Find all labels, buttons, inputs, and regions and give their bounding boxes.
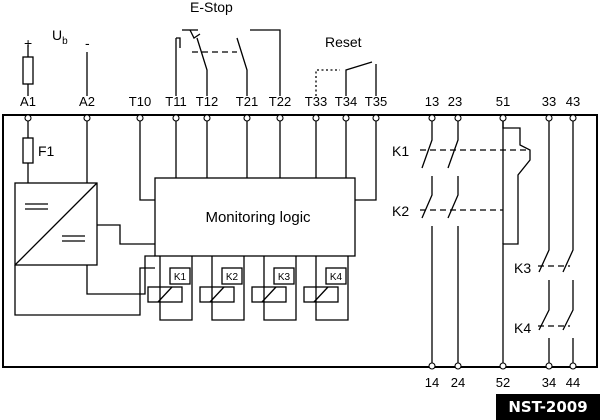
supply-plus-wiring: [22, 45, 34, 96]
supply-minus-label: -: [85, 35, 90, 51]
terminal-label: 24: [451, 375, 465, 390]
terminal-label: A2: [79, 94, 95, 109]
internal-supply-wiring: [14, 120, 155, 316]
contact-label-k2: K2: [392, 203, 409, 219]
reset-title: Reset: [325, 34, 362, 50]
relay-label: K1: [174, 272, 187, 283]
logic-input-wiring: [139, 120, 377, 201]
output-contacts-13-14-23-24: [420, 120, 528, 365]
monitoring-logic-block: [154, 177, 356, 257]
copyright-badge: NST-2009: [496, 394, 600, 420]
terminal-label: 52: [496, 375, 510, 390]
top-terminal-labels: A1 A2 T10 T11 T12 T21 T22 T33 T34 T35 13…: [20, 94, 580, 109]
feedback-contact-51-52: [502, 120, 531, 365]
terminal-label: 13: [425, 94, 439, 109]
bottom-terminal-labels: 14 24 52 34 44: [425, 375, 580, 390]
terminal-label: T21: [236, 94, 258, 109]
terminal-label: T10: [129, 94, 151, 109]
reset-contact: [315, 61, 377, 96]
contact-label-k4: K4: [514, 320, 531, 336]
terminal-label: 34: [542, 375, 556, 390]
relay-labels: K1 K2 K3 K4: [169, 267, 347, 285]
terminal-label: T12: [196, 94, 218, 109]
terminal-label: A1: [20, 94, 36, 109]
estop-contacts: [175, 29, 281, 96]
monitoring-logic-label: Monitoring logic: [205, 209, 311, 226]
relay-label: K3: [278, 272, 291, 283]
estop-title: E-Stop: [190, 0, 233, 15]
bottom-screw-terminals: [428, 362, 577, 370]
terminal-label: T35: [365, 94, 387, 109]
terminal-label: T11: [165, 94, 186, 109]
device-housing: [2, 114, 598, 368]
supply-voltage-subscript: b: [62, 36, 68, 47]
supply-plus-label: +: [24, 35, 32, 51]
terminal-label: 14: [425, 375, 439, 390]
relay-coils: [147, 256, 349, 321]
contact-label-k3: K3: [514, 260, 531, 276]
fuse-label: F1: [38, 143, 55, 159]
output-contacts-33-34-43-44: [538, 120, 574, 365]
terminal-label: 33: [542, 94, 556, 109]
terminal-label: 44: [566, 375, 580, 390]
contact-label-k1: K1: [392, 143, 409, 159]
terminal-label: 23: [448, 94, 462, 109]
top-screw-terminals: [24, 114, 577, 122]
supply-voltage-symbol: U: [52, 27, 62, 43]
terminal-label: T33: [305, 94, 327, 109]
supply-voltage-label: Ub: [52, 27, 68, 47]
terminal-label: T22: [269, 94, 291, 109]
terminal-label: 43: [566, 94, 580, 109]
relay-label: K2: [226, 272, 239, 283]
relay-label: K4: [330, 272, 343, 283]
dc-converter-block: [14, 182, 98, 266]
terminal-label: 51: [496, 94, 510, 109]
terminal-label: T34: [335, 94, 357, 109]
